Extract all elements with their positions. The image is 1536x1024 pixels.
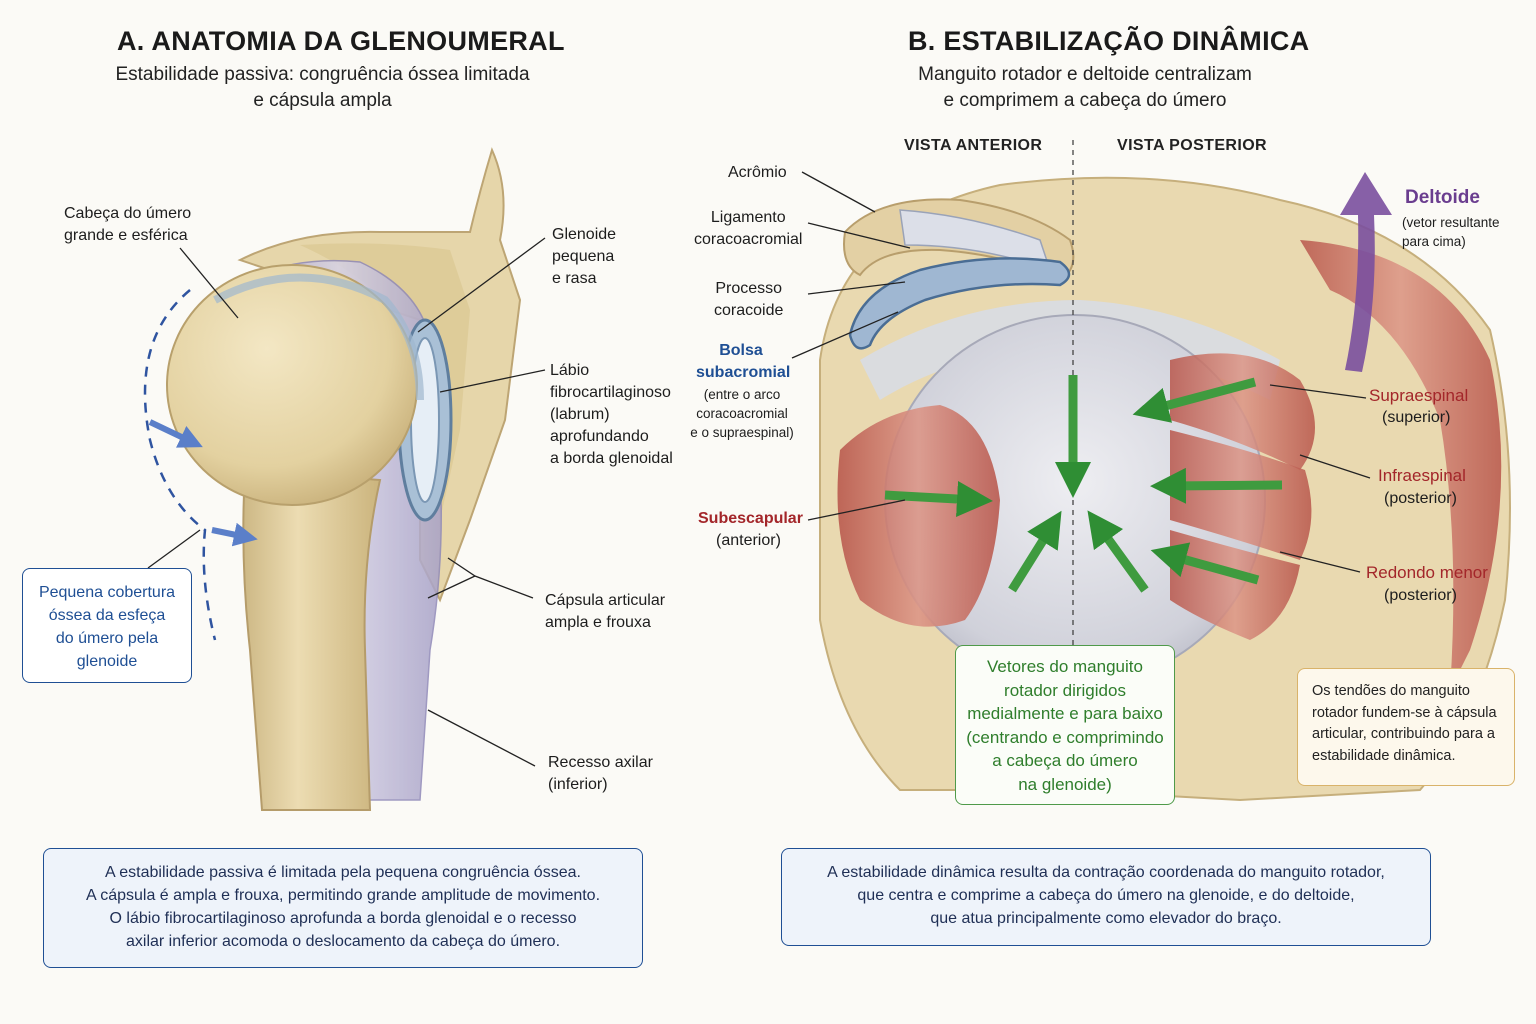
humerus-shaft <box>242 468 382 811</box>
label-glenoid-line-1: Glenoide <box>552 226 617 243</box>
label-deltoid-note: (vetor resultante para cima) <box>1402 213 1500 251</box>
panel-b-summary-line-1: A estabilidade dinâmica resulta da contr… <box>827 864 1385 881</box>
coverage-callout-box: Pequena cobertura óssea da esfeça do úme… <box>22 568 192 683</box>
panel-a-summary-box: A estabilidade passiva é limitada pela p… <box>43 848 643 968</box>
subacromial-bursa <box>848 257 1071 350</box>
supraspinatus-muscle <box>1170 353 1315 470</box>
view-posterior-label: VISTA POSTERIOR <box>1117 137 1268 154</box>
label-coracoid-line-2: coracoide <box>714 302 784 319</box>
panel-a-summary-line-4: axilar inferior acomoda o deslocamento d… <box>125 933 561 950</box>
coverage-box-line-2: óssea da esfeça <box>48 607 166 624</box>
label-capsule-line-1: Cápsula articular <box>545 592 666 609</box>
rotator-cuff-vectors <box>884 375 1283 593</box>
label-deltoid-note-line-1: (vetor resultante <box>1402 215 1500 230</box>
vectors-callout-box: Vetores do manguito rotador dirigidos me… <box>955 645 1175 805</box>
label-axillary-recess-line-2: (inferior) <box>548 776 608 793</box>
label-bursa-line-2: subacromial <box>696 364 791 381</box>
deltoid-muscle <box>1300 240 1502 690</box>
panel-a-illustration <box>143 147 546 811</box>
teres-minor-muscle <box>1170 530 1300 640</box>
label-acromion: Acrômio <box>728 164 787 181</box>
label-labrum-line-5: a borda glenoidal <box>550 450 673 467</box>
label-capsule: Cápsula articular ampla e frouxa <box>545 590 665 634</box>
panel-a-title: A. ANATOMIA DA GLENOUMERAL <box>117 26 565 56</box>
label-labrum-line-1: Lábio <box>550 362 590 379</box>
panel-b-summary-box: A estabilidade dinâmica resulta da contr… <box>781 848 1431 946</box>
label-humeral-head-line-2: grande e esférica <box>64 227 188 244</box>
vectors-box-line-4: (centrando e comprimindo <box>966 727 1164 747</box>
label-bursa-note-line-3: e o supraespinal) <box>690 425 794 440</box>
label-subacromial-bursa-note: (entre o arco coracoacromial e o supraes… <box>688 385 796 442</box>
vectors-box-line-6: na glenoide) <box>1018 774 1112 794</box>
panel-a-summary-line-2: A cápsula é ampla e frouxa, permitindo g… <box>85 887 601 904</box>
panel-b-subtitle-line-2: e comprimem a cabeça do úmero <box>943 90 1227 111</box>
label-infraspinatus: Infraespinal <box>1378 466 1466 485</box>
view-anterior-label: VISTA ANTERIOR <box>904 137 1043 154</box>
tendons-callout-box: Os tendões do manguito rotador fundem-se… <box>1297 668 1515 786</box>
panel-b-illustration <box>791 140 1511 802</box>
deltoid-vector-arrow <box>1340 172 1392 372</box>
label-ligament-line-2: coracoacromial <box>694 231 803 248</box>
coverage-dashed-outline <box>143 289 217 641</box>
label-supraspinatus: Supraespinal <box>1369 386 1469 405</box>
panel-a-summary-line-1: A estabilidade passiva é limitada pela p… <box>105 864 581 881</box>
label-infraspinatus-note: (posterior) <box>1384 490 1457 507</box>
panel-b-summary-line-2: que centra e comprime a cabeça do úmero … <box>857 887 1355 904</box>
label-glenoid-line-3: e rasa <box>552 270 597 287</box>
tendons-box-line-4: estabilidade dinâmica. <box>1312 747 1456 764</box>
label-supraspinatus-note: (superior) <box>1382 409 1451 426</box>
label-bursa-line-1: Bolsa <box>719 342 763 359</box>
vectors-box-line-2: rotador dirigidos <box>1004 680 1126 700</box>
label-glenoid-line-2: pequena <box>552 248 615 265</box>
label-axillary-recess-line-1: Recesso axilar <box>548 754 653 771</box>
panel-b-title: B. ESTABILIZAÇÃO DINÂMICA <box>908 26 1310 56</box>
subscapularis-muscle <box>837 405 1000 627</box>
label-teres-minor: Redondo menor <box>1366 563 1488 582</box>
panel-a-subtitle-line-2: e cápsula ampla <box>253 90 392 111</box>
label-subscapularis-note: (anterior) <box>716 532 781 549</box>
tendons-box-line-2: rotador fundem-se à cápsula <box>1312 704 1497 721</box>
vectors-box-line-1: Vetores do manguito <box>987 657 1143 676</box>
panel-b-summary-line-3: que atua principalmente como elevador do… <box>930 910 1282 927</box>
label-deltoid: Deltoide <box>1405 187 1480 208</box>
label-coracoid-line-1: Processo <box>715 280 783 297</box>
tendons-box-line-1: Os tendões do manguito <box>1312 683 1470 699</box>
label-deltoid-note-line-2: para cima) <box>1402 234 1466 249</box>
label-bursa-note-line-2: coracoacromial <box>696 406 788 421</box>
label-ligament-line-1: Ligamento <box>710 209 786 226</box>
label-labrum-line-4: aprofundando <box>550 428 649 445</box>
label-capsule-line-2: ampla e frouxa <box>545 614 651 631</box>
tendons-box-line-3: articular, contribuindo para a <box>1312 726 1495 742</box>
label-humeral-head: Cabeça do úmero grande e esférica <box>64 203 191 247</box>
label-teres-minor-note: (posterior) <box>1384 587 1457 604</box>
panel-a-subtitle: Estabilidade passiva: congruência óssea … <box>90 62 555 114</box>
label-bursa-note-line-1: (entre o arco <box>703 387 781 402</box>
label-subacromial-bursa: Bolsa subacromial <box>696 340 791 384</box>
blue-arrow-2 <box>211 522 258 547</box>
label-coracoid: Processo coracoide <box>714 278 783 322</box>
label-humeral-head-line-1: Cabeça do úmero <box>64 205 192 222</box>
label-glenoid: Glenoide pequena e rasa <box>552 224 616 290</box>
blue-arrow-1 <box>148 419 203 448</box>
panel-b-subtitle: Manguito rotador e deltoide centralizam … <box>880 62 1290 114</box>
label-axillary-recess: Recesso axilar (inferior) <box>548 752 653 796</box>
vectors-box-line-3: medialmente e para baixo <box>967 704 1163 723</box>
panel-a-summary-line-3: O lábio fibrocartilaginoso aprofunda a b… <box>109 910 577 927</box>
label-coracoacromial-ligament: Ligamento coracoacromial <box>694 207 802 251</box>
coverage-box-line-4: glenoide <box>76 653 138 670</box>
label-labrum-line-2: fibrocartilaginoso <box>550 384 671 401</box>
panel-b-subtitle-line-1: Manguito rotador e deltoide centralizam <box>918 64 1252 85</box>
label-labrum: Lábio fibrocartilaginoso (labrum) aprofu… <box>550 360 673 470</box>
coverage-box-line-1: Pequena cobertura <box>38 584 176 601</box>
vectors-box-line-5: a cabeça do úmero <box>992 751 1138 770</box>
coverage-box-line-3: do úmero pela <box>55 630 159 647</box>
panel-a-subtitle-line-1: Estabilidade passiva: congruência óssea … <box>115 64 530 85</box>
label-labrum-line-3: (labrum) <box>550 406 610 423</box>
label-subscapularis: Subescapular <box>698 510 803 527</box>
infraspinatus-muscle <box>1170 430 1312 560</box>
